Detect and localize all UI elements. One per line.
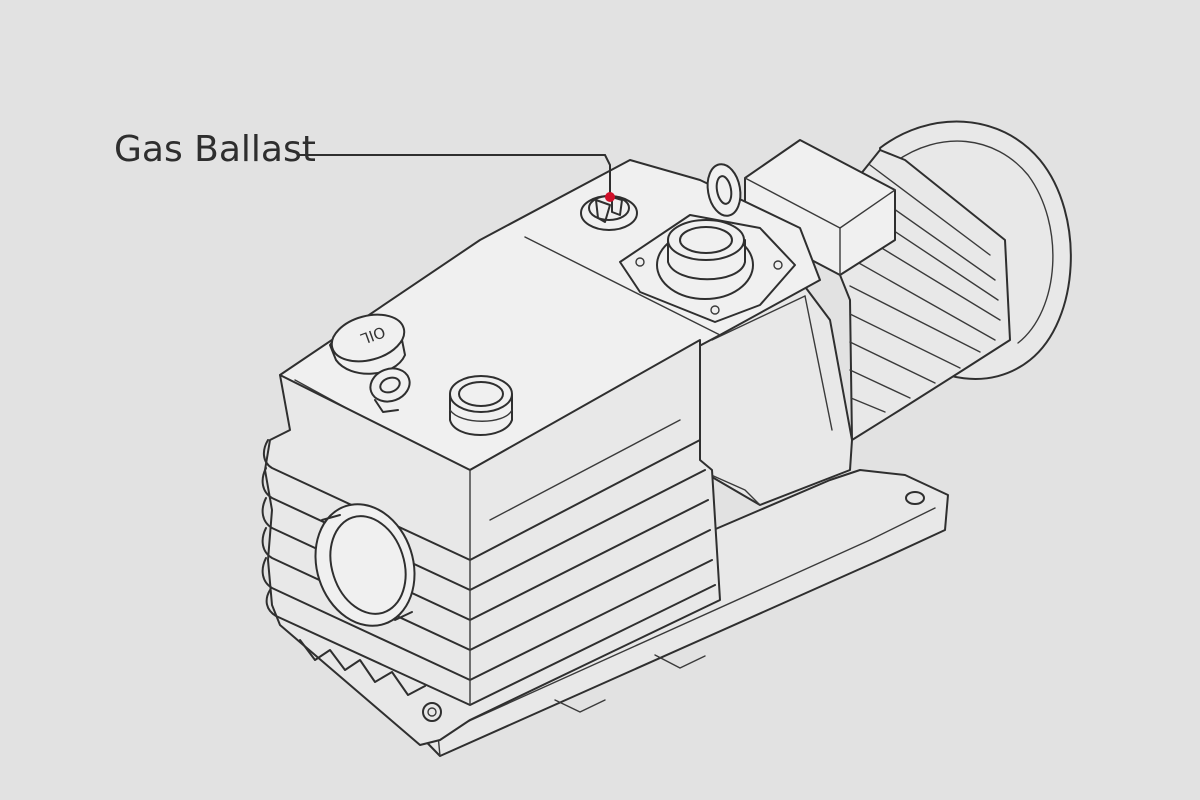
callout-leader <box>298 154 611 195</box>
oil-fill-plug: OIL <box>329 313 406 375</box>
pump-body <box>261 339 721 746</box>
oil-sight-glass <box>314 503 416 627</box>
lifting-eye-left <box>369 367 411 413</box>
exhaust-cap <box>449 375 513 436</box>
motor <box>744 120 1072 441</box>
gas-ballast-label: Gas Ballast <box>114 129 316 170</box>
inlet-flange <box>619 214 796 323</box>
lifting-eye-top <box>706 163 742 217</box>
gas-ballast-marker <box>605 192 615 202</box>
